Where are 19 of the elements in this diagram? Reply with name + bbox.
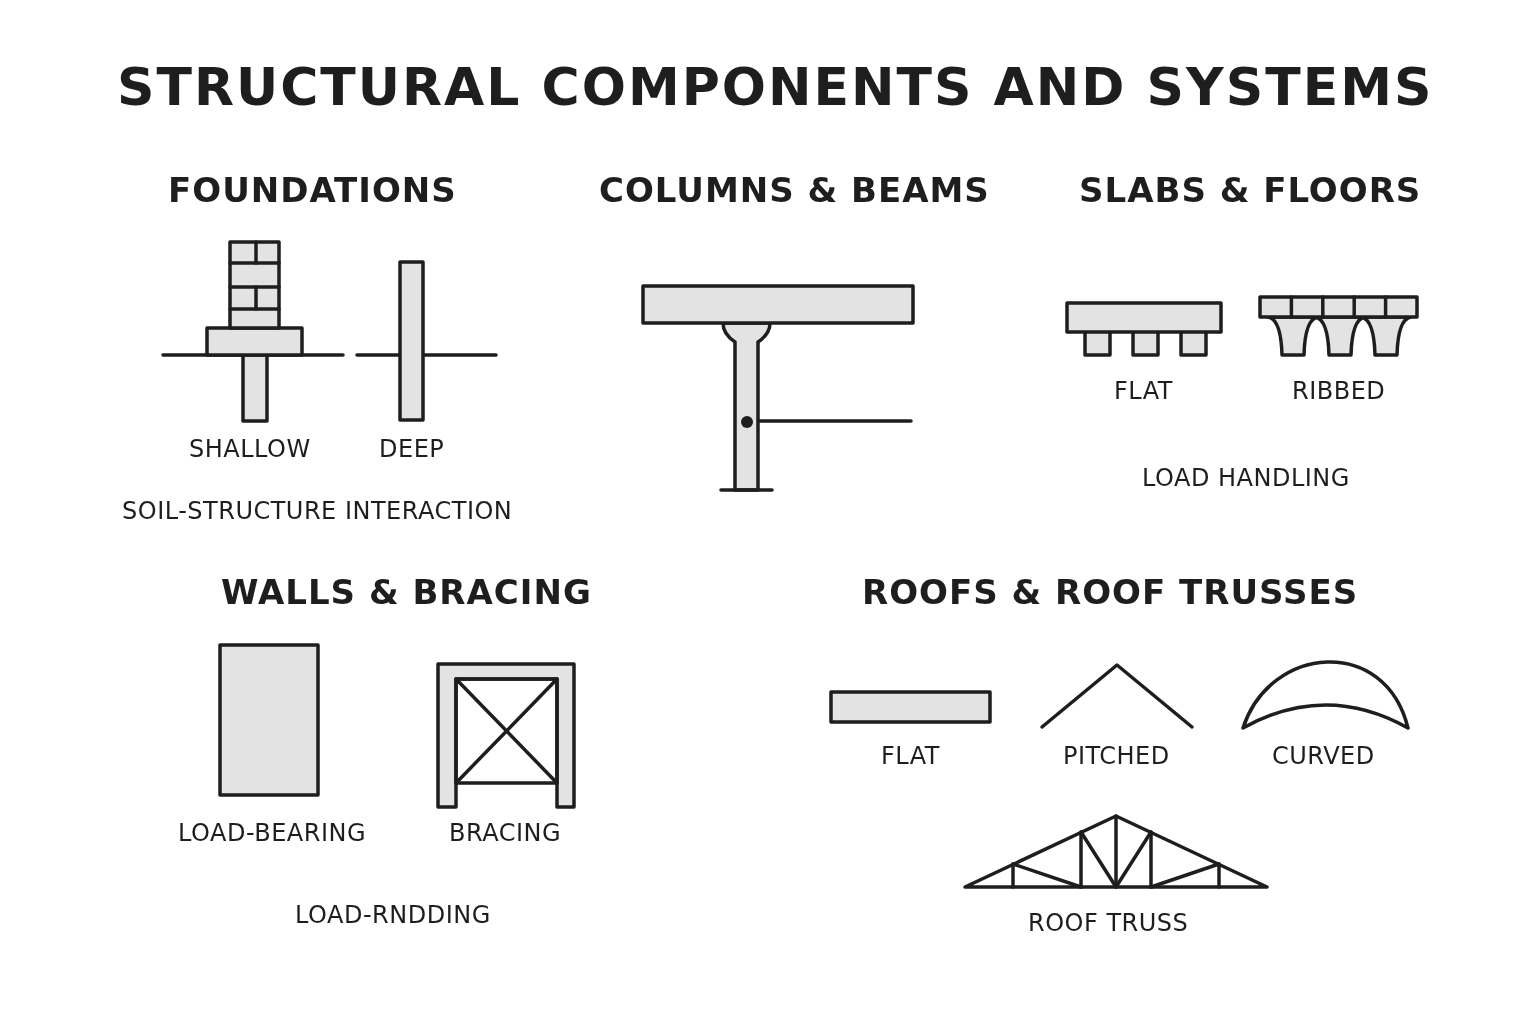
drawing-caption: BRACING xyxy=(449,820,562,848)
section-heading: FOUNDATIONS xyxy=(168,171,457,211)
drawing-caption: LOAD-BEARING xyxy=(178,820,367,848)
drawing-caption: CURVED xyxy=(1272,743,1375,771)
section-heading: COLUMNS & BEAMS xyxy=(599,171,990,211)
drawing-caption: ROOF TRUSS xyxy=(1028,910,1189,938)
drawing-caption: FLAT xyxy=(881,743,940,771)
section-heading: WALLS & BRACING xyxy=(221,573,592,613)
drawing-caption: FLAT xyxy=(1114,378,1173,406)
page-title: STRUCTURAL COMPONENTS AND SYSTEMS xyxy=(117,58,1434,118)
drawing-caption: RIBBED xyxy=(1292,378,1386,406)
drawing-caption: PITCHED xyxy=(1063,743,1170,771)
section-note: SOIL-STRUCTURE INTERACTION xyxy=(122,498,513,526)
section-note: LOAD HANDLING xyxy=(1142,465,1350,493)
section-heading: ROOFS & ROOF TRUSSES xyxy=(862,573,1359,613)
section-heading: SLABS & FLOORS xyxy=(1079,171,1422,211)
drawing-caption: SHALLOW xyxy=(189,436,311,464)
section-note: LOAD-RNDDING xyxy=(295,902,491,930)
drawing-caption: DEEP xyxy=(379,436,445,464)
